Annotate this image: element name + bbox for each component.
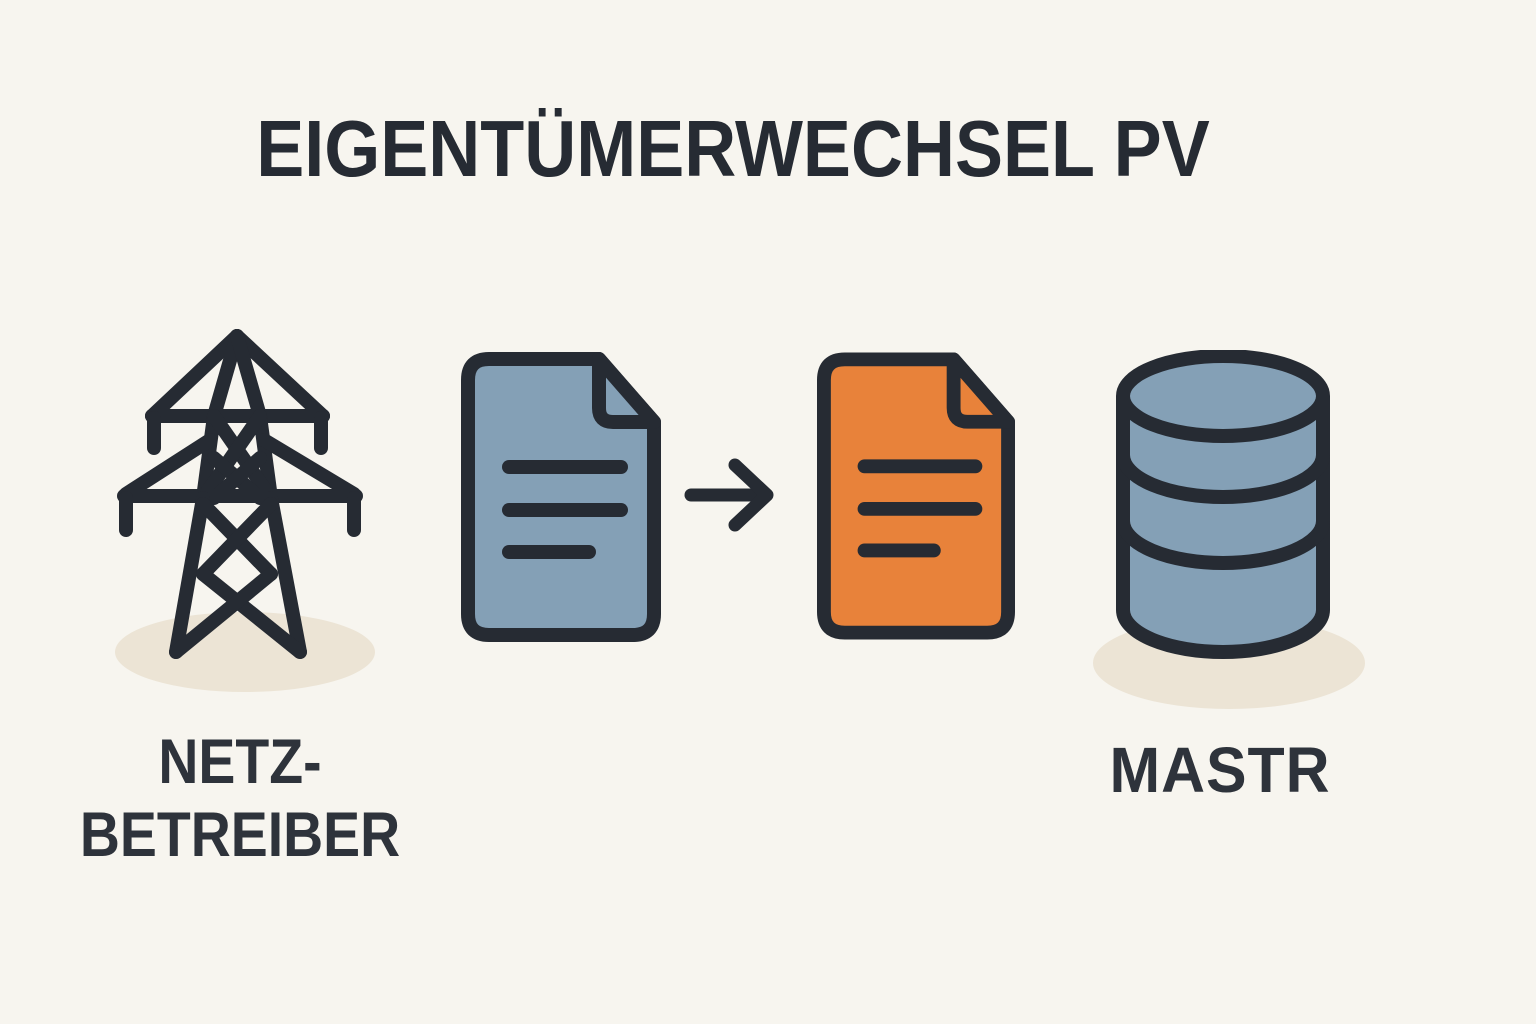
source-document-icon bbox=[461, 352, 661, 642]
page-title: EIGENTÜMERWECHSEL PV bbox=[256, 104, 1210, 193]
mastr-label: MASTR bbox=[1109, 734, 1331, 806]
netzbetreiber-label: NETZ- BETREIBER bbox=[64, 726, 416, 872]
transmission-tower-icon bbox=[117, 329, 363, 659]
netzbetreiber-label-line1: NETZ- bbox=[158, 727, 322, 797]
database-icon bbox=[1116, 350, 1330, 659]
netzbetreiber-label-line2: BETREIBER bbox=[79, 800, 401, 871]
ground-shadow-left bbox=[115, 612, 375, 692]
target-document-icon bbox=[817, 352, 1015, 640]
arrow-right-icon bbox=[684, 458, 774, 532]
